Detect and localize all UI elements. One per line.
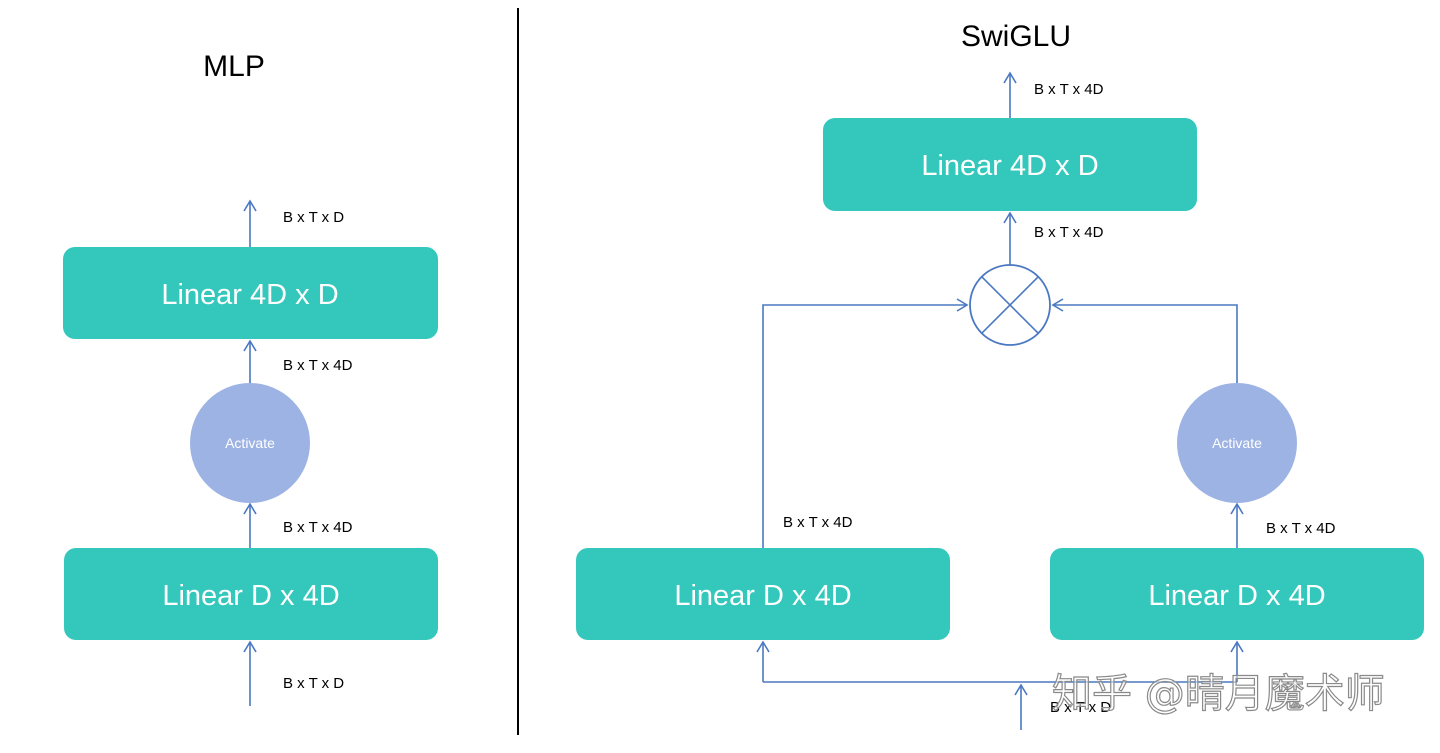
mlp-title: MLP — [203, 50, 265, 83]
swiglu-linear-4d-d-label: Linear 4D x D — [921, 150, 1098, 182]
swiglu-arrow-to-activate — [1230, 502, 1244, 548]
mlp-upper-dim-label: B x T x 4D — [283, 357, 353, 374]
swiglu-right-branch-dim-label: B x T x 4D — [1266, 520, 1336, 537]
swiglu-left-branch-dim-label: B x T x 4D — [783, 514, 853, 531]
swiglu-right-branch-arrow — [1051, 298, 1238, 383]
swiglu-activate-node: Activate — [1177, 383, 1297, 503]
mlp-linear-d-4d-label: Linear D x 4D — [162, 580, 339, 612]
swiglu-output-dim-label: B x T x 4D — [1034, 81, 1104, 98]
swiglu-right-linear-label: Linear D x 4D — [1148, 580, 1325, 612]
swiglu-input-split-arrows — [756, 640, 1244, 683]
mlp-activate-label: Activate — [225, 435, 275, 451]
watermark-text: 知乎 @晴月魔术师 — [1052, 671, 1385, 717]
swiglu-left-branch-arrow — [762, 298, 969, 548]
mlp-lower-dim-label: B x T x 4D — [283, 519, 353, 536]
mlp-output-arrow — [243, 199, 257, 247]
mlp-input-arrow — [243, 640, 257, 706]
swiglu-input-arrow — [1014, 683, 1028, 730]
swiglu-activate-label: Activate — [1212, 435, 1262, 451]
swiglu-right-linear-d-4d-box: Linear D x 4D — [1050, 548, 1424, 640]
swiglu-product-dim-label: B x T x 4D — [1034, 224, 1104, 241]
mlp-activate-node: Activate — [190, 383, 310, 503]
mlp-input-dim-label: B x T x D — [283, 675, 344, 692]
mlp-arrow-to-activate — [243, 502, 257, 548]
swiglu-title: SwiGLU — [961, 20, 1071, 53]
swiglu-arrow-to-top-linear — [1003, 211, 1017, 265]
swiglu-output-arrow — [1003, 71, 1017, 118]
swiglu-linear-4d-d-box: Linear 4D x D — [823, 118, 1197, 211]
mlp-linear-4d-d-box: Linear 4D x D — [63, 247, 438, 339]
mlp-linear-d-4d-box: Linear D x 4D — [64, 548, 438, 640]
mlp-output-dim-label: B x T x D — [283, 209, 344, 226]
swiglu-multiply-node — [969, 264, 1051, 346]
mlp-arrow-to-top-linear — [243, 339, 257, 383]
swiglu-input-dim-label: B x T x D — [1050, 699, 1111, 716]
swiglu-left-linear-d-4d-box: Linear D x 4D — [576, 548, 950, 640]
swiglu-left-linear-label: Linear D x 4D — [674, 580, 851, 612]
mlp-linear-4d-d-label: Linear 4D x D — [161, 279, 338, 311]
